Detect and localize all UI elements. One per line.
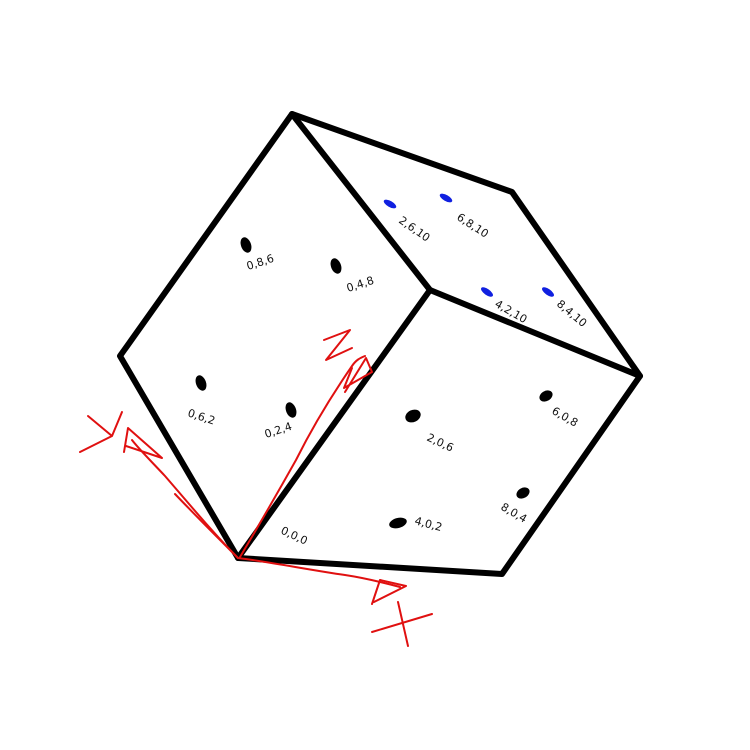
top-face (292, 114, 640, 376)
y-axis-arrowhead (123, 427, 163, 459)
cube-edges (117, 111, 643, 577)
point-dot (330, 258, 342, 274)
point-dot (383, 199, 397, 209)
point-dot (516, 487, 530, 499)
left-face (120, 114, 430, 558)
point-dot (481, 287, 493, 297)
x-axis-arrowhead (371, 579, 407, 605)
point-dot (539, 390, 553, 402)
edge-inner-right (427, 287, 643, 379)
edge-inner-down (235, 287, 433, 561)
front-face (238, 290, 640, 574)
axes (79, 329, 433, 647)
x-axis-line (237, 557, 401, 588)
point-dot (405, 409, 421, 423)
y-axis-letter (79, 411, 123, 453)
edge-outline (117, 111, 643, 577)
edge-inner-top (289, 111, 433, 293)
point-dot (389, 517, 407, 529)
point-dot (542, 287, 554, 297)
z-axis-line (239, 355, 366, 558)
point-dot (195, 375, 207, 391)
y-axis-line-2 (174, 493, 239, 559)
x-axis-letter (371, 601, 433, 647)
point-dot (240, 237, 252, 253)
z-axis-arrowhead (343, 357, 373, 393)
point-dot (285, 402, 297, 418)
z-axis-letter (323, 329, 353, 361)
point-dot (439, 193, 453, 203)
